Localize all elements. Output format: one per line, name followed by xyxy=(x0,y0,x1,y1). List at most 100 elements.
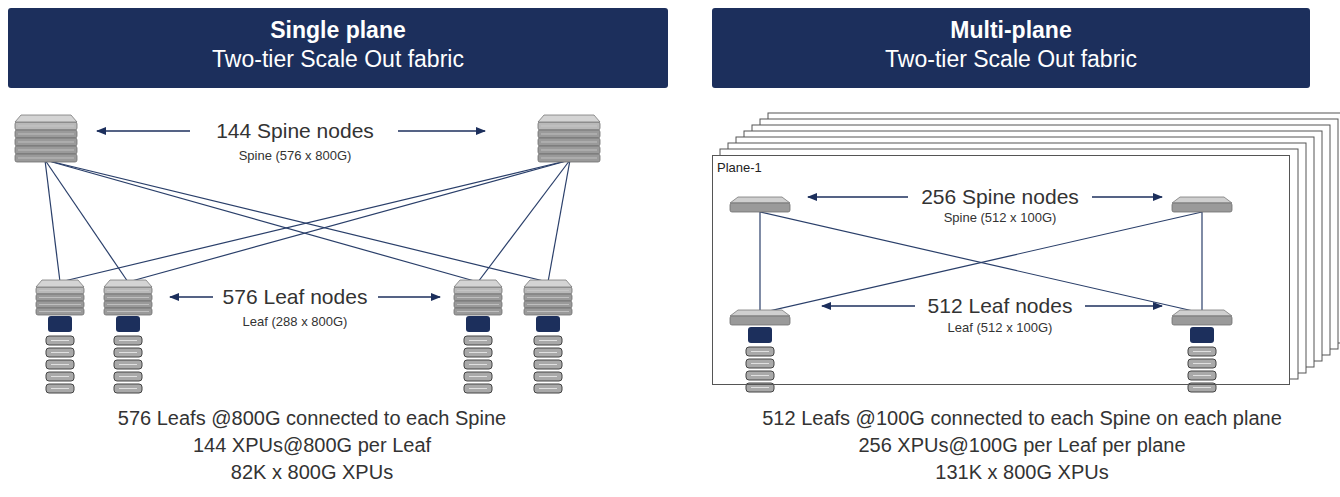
server-unit xyxy=(114,360,142,369)
switch-layer xyxy=(538,130,600,138)
server-slot xyxy=(469,364,487,365)
switch-layer xyxy=(524,308,572,315)
server-unit xyxy=(534,336,562,345)
server-unit xyxy=(534,360,562,369)
xpu-chip xyxy=(116,316,140,332)
tier-count: 512 Leaf nodes xyxy=(925,294,1076,318)
summary-line: 82K x 800G XPUs xyxy=(228,461,396,484)
server-slot xyxy=(539,364,557,365)
switch-ports xyxy=(527,311,569,312)
server-unit xyxy=(46,360,74,369)
switch-top xyxy=(36,280,84,287)
switch-layer xyxy=(524,301,572,308)
switch-ports xyxy=(457,311,499,312)
port-spec: Leaf (512 x 100G) xyxy=(945,321,1056,336)
server-slot xyxy=(469,340,487,341)
switch-ports xyxy=(18,126,74,127)
server-unit xyxy=(114,384,142,393)
switch-ports xyxy=(541,158,597,159)
server-slot xyxy=(539,340,557,341)
switch-ports xyxy=(39,311,81,312)
server-unit xyxy=(114,336,142,345)
server-unit xyxy=(746,359,774,368)
switch-layer xyxy=(15,154,77,162)
server-slot xyxy=(469,388,487,389)
switch-layer xyxy=(36,301,84,308)
summary-line: 131K x 800G XPUs xyxy=(932,461,1111,484)
switch-layer xyxy=(36,287,84,294)
server-unit xyxy=(1188,371,1216,380)
xpu-chip xyxy=(48,316,72,332)
server-slot xyxy=(119,388,137,389)
server-slot xyxy=(751,375,769,376)
summary-line: 576 Leafs @800G connected to each Spine xyxy=(115,407,509,430)
server-slot xyxy=(51,376,69,377)
switch-layer xyxy=(538,122,600,130)
switch-layer xyxy=(454,294,502,301)
switch-layer xyxy=(524,287,572,294)
panel-subtitle: Two-tier Scale Out fabric xyxy=(8,44,668,74)
server-slot xyxy=(51,388,69,389)
tier-count: 576 Leaf nodes xyxy=(220,285,371,309)
switch-ports xyxy=(18,142,74,143)
switch-layer xyxy=(104,294,152,301)
server-unit xyxy=(1188,347,1216,356)
server-slot xyxy=(51,364,69,365)
switch-layer xyxy=(36,294,84,301)
server-slot xyxy=(1193,363,1211,364)
server-unit xyxy=(114,372,142,381)
switch-top xyxy=(524,280,572,287)
switch-ports xyxy=(39,297,81,298)
switch-ports xyxy=(18,158,74,159)
switch-ports xyxy=(527,297,569,298)
server-slot xyxy=(751,351,769,352)
switch-ports xyxy=(541,142,597,143)
server-unit xyxy=(46,336,74,345)
switch-body xyxy=(1172,203,1232,212)
summary-line: 512 Leafs @100G connected to each Spine … xyxy=(759,407,1285,430)
switch-ports xyxy=(39,304,81,305)
switch-ports xyxy=(541,150,597,151)
server-slot xyxy=(469,376,487,377)
server-slot xyxy=(469,352,487,353)
panel-title: Single plane xyxy=(8,8,668,44)
switch-top xyxy=(454,280,502,287)
switch-layer xyxy=(454,287,502,294)
tier-count: 144 Spine nodes xyxy=(213,119,377,143)
switch-layer xyxy=(454,301,502,308)
server-unit xyxy=(46,348,74,357)
switch-layer xyxy=(524,294,572,301)
plane-name: Plane-1 xyxy=(717,160,762,175)
server-unit xyxy=(746,347,774,356)
server-slot xyxy=(751,363,769,364)
switch-ports xyxy=(107,311,149,312)
switch-top xyxy=(15,115,77,122)
tier-count: 256 Spine nodes xyxy=(918,185,1082,209)
server-slot xyxy=(119,352,137,353)
switch-ports xyxy=(527,290,569,291)
switches xyxy=(15,115,1232,393)
switch-ports xyxy=(541,126,597,127)
server-unit xyxy=(534,372,562,381)
switch-layer xyxy=(15,130,77,138)
xpu-chip xyxy=(536,316,560,332)
server-slot xyxy=(751,387,769,388)
switch-layer xyxy=(454,308,502,315)
switch-layer xyxy=(36,308,84,315)
server-slot xyxy=(539,352,557,353)
span-arrows xyxy=(97,131,1162,306)
plane-face xyxy=(712,155,1290,385)
header-band: Single planeTwo-tier Scale Out fabric xyxy=(8,8,668,88)
server-unit xyxy=(46,384,74,393)
server-slot xyxy=(1193,375,1211,376)
server-unit xyxy=(1188,359,1216,368)
switch-ports xyxy=(18,150,74,151)
server-slot xyxy=(539,376,557,377)
switch-layer xyxy=(15,122,77,130)
server-slot xyxy=(1193,387,1211,388)
server-unit xyxy=(46,372,74,381)
server-slot xyxy=(119,376,137,377)
xpu-chip xyxy=(466,316,490,332)
switch-ports xyxy=(527,304,569,305)
switch-ports xyxy=(457,304,499,305)
